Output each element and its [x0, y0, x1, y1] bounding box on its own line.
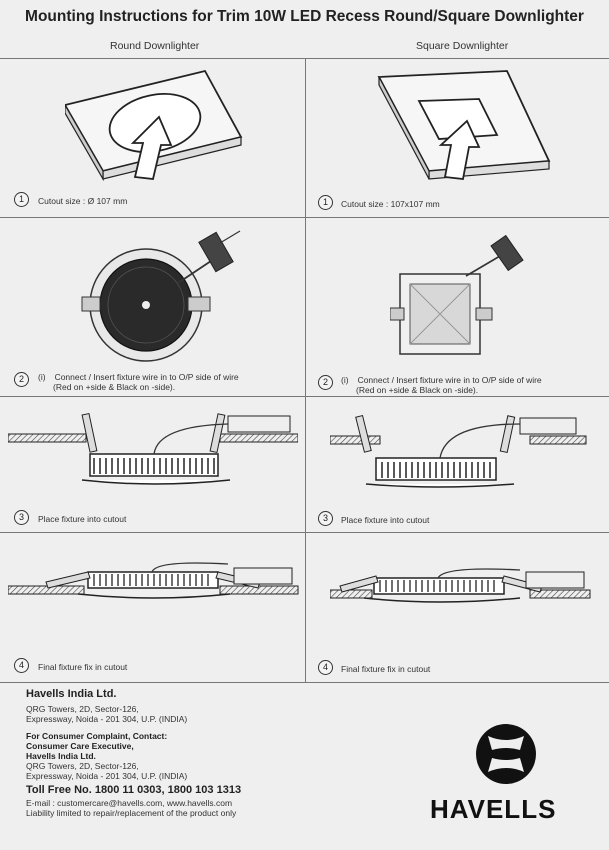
step-3-text-square: Place fixture into cutout	[341, 515, 430, 525]
cutout-size-round: Cutout size : Ø 107 mm	[38, 196, 128, 206]
address-line: Expressway, Noida - 201 304, U.P. (INDIA…	[26, 771, 188, 781]
step-4-text-square: Final fixture fix in cutout	[341, 664, 431, 674]
wiring-line-1: Connect / Insert fixture wire in to O/P …	[54, 372, 239, 382]
divider	[0, 58, 609, 59]
divider	[0, 217, 609, 218]
divider	[0, 396, 609, 397]
sub-marker: (i)	[341, 375, 349, 385]
step-4-text-round: Final fixture fix in cutout	[38, 662, 128, 672]
page-title: Mounting Instructions for Trim 10W LED R…	[25, 8, 584, 25]
square-fixture-wiring-diagram	[390, 234, 524, 355]
sub-marker: (i)	[38, 372, 46, 382]
wiring-line-1: Connect / Insert fixture wire in to O/P …	[357, 375, 542, 385]
round-fixture-wiring-diagram	[81, 230, 241, 362]
step-number: 4	[318, 660, 333, 675]
square-cutout-diagram	[377, 70, 551, 180]
step-number: 4	[14, 658, 29, 673]
round-cutout-diagram	[65, 69, 243, 182]
wiring-line-2: (Red on +side & Black on -side).	[53, 382, 176, 392]
step-number: 1	[318, 195, 333, 210]
toll-free-number: Toll Free No. 1800 11 0303, 1800 103 131…	[26, 784, 242, 796]
complaint-company: Havells India Ltd.	[26, 751, 96, 761]
address-line: QRG Towers, 2D, Sector-126,	[26, 704, 139, 714]
address-line: QRG Towers, 2D, Sector-126,	[26, 761, 139, 771]
divider	[0, 532, 609, 533]
complaint-heading: For Consumer Complaint, Contact:	[26, 731, 168, 741]
step-number: 3	[318, 511, 333, 526]
step-number: 2	[14, 372, 29, 387]
address-line: Expressway, Noida - 201 304, U.P. (INDIA…	[26, 714, 188, 724]
complaint-contact: Consumer Care Executive,	[26, 741, 134, 751]
square-place-fixture-diagram	[330, 414, 587, 488]
liability-note: Liability limited to repair/replacement …	[26, 808, 237, 818]
round-place-fixture-diagram	[8, 412, 298, 485]
wiring-instruction-square: (i) Connect / Insert fixture wire in to O…	[341, 375, 542, 395]
round-final-fix-diagram	[8, 562, 299, 599]
havells-logo-icon	[476, 724, 536, 784]
cutout-size-square: Cutout size : 107x107 mm	[341, 199, 440, 209]
wiring-line-2: (Red on +side & Black on -side).	[356, 385, 479, 395]
brand-wordmark: HAVELLS	[430, 794, 557, 824]
step-3-text-round: Place fixture into cutout	[38, 514, 127, 524]
email-website: E-mail : customercare@havells.com, www.h…	[26, 798, 233, 808]
divider	[0, 682, 609, 683]
company-name: Havells India Ltd.	[26, 688, 117, 700]
square-final-fix-diagram	[330, 568, 591, 603]
column-heading-square: Square Downlighter	[416, 40, 509, 52]
column-divider	[305, 58, 306, 683]
wiring-instruction-round: (i) Connect / Insert fixture wire in to O…	[38, 372, 239, 392]
step-number: 3	[14, 510, 29, 525]
column-heading-round: Round Downlighter	[110, 40, 200, 52]
step-number: 1	[14, 192, 29, 207]
step-number: 2	[318, 375, 333, 390]
